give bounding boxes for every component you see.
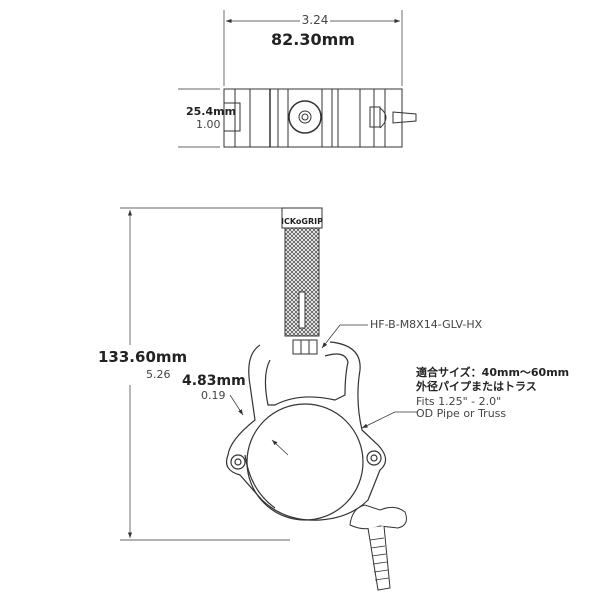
bolt-part-leader (321, 324, 368, 349)
top-height-dimension (178, 88, 220, 148)
width-inch-label: 3.24 (301, 13, 329, 27)
side-height-mm-label: 133.60mm (98, 348, 188, 366)
side-height-dimension (120, 207, 290, 541)
fit-en-line-1: Fits 1.25" - 2.0" (416, 395, 502, 408)
knob (281, 207, 323, 355)
height-mm-label: 25.4mm (186, 105, 237, 118)
thickness-leader (229, 394, 289, 456)
wing-bolt (349, 504, 407, 591)
top-view-clamp (223, 88, 417, 148)
fit-leader (361, 411, 417, 429)
top-width-dimension (223, 10, 403, 86)
thickness-inch-label: 0.19 (201, 389, 226, 402)
side-view-clamp (225, 341, 387, 521)
height-inch-label: 1.00 (196, 118, 221, 131)
width-mm-label: 82.30mm (271, 30, 355, 49)
fit-jp-line-2: 外径パイプまたはトラス (416, 380, 537, 393)
fit-en-line-2: OD Pipe or Truss (416, 407, 507, 420)
side-height-inch-label: 5.26 (146, 368, 171, 381)
thickness-mm-label: 4.83mm (182, 373, 246, 389)
knob-brand-logo: ICKoGRIP (281, 217, 323, 226)
bolt-part-label: HF-B-M8X14-GLV-HX (370, 318, 483, 331)
fit-jp-line-1: 適合サイズ：40mm〜60mm (416, 366, 570, 379)
